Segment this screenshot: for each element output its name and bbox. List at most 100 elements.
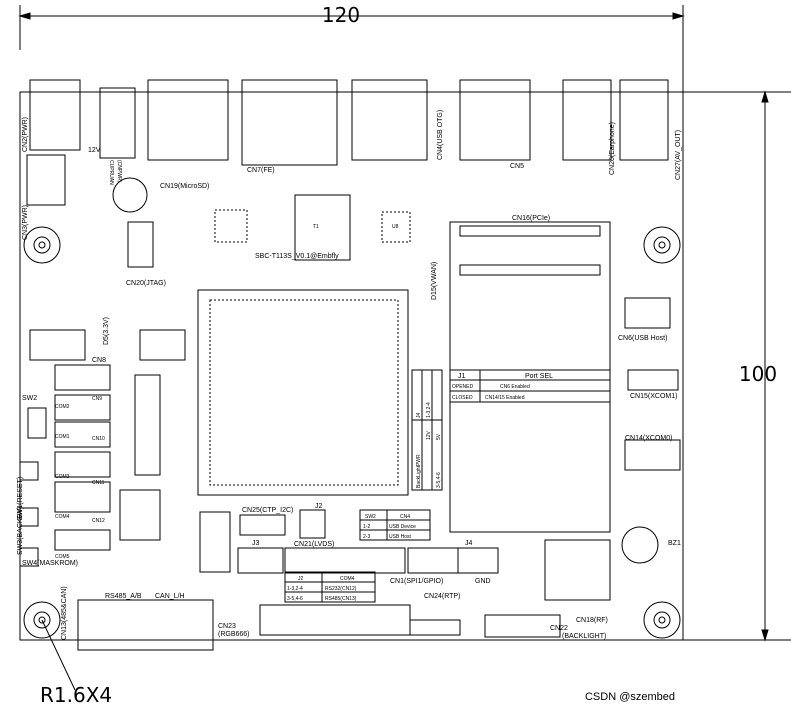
label-cn10: CN10: [92, 436, 105, 442]
header-cn9: [54, 394, 111, 421]
label-cn2: CN2(PWR): [22, 117, 29, 152]
label-cn4: CN4(USB OTG): [437, 110, 444, 160]
label-can: CAN_L/H: [155, 593, 185, 600]
label-cn3: CN3(PWR): [22, 205, 29, 240]
header-cn14: [624, 439, 681, 471]
power-header-cn3: [26, 154, 66, 206]
label-com2: COM2: [55, 404, 70, 410]
label-rs485: RS485_A/B: [105, 593, 142, 600]
jtag-header: [127, 221, 154, 268]
j2-table-row2-pins: 3-5,4-6: [287, 596, 303, 602]
header-cn12: [54, 481, 111, 513]
header-cn10: [54, 421, 111, 448]
label-cn8: CN8: [92, 357, 106, 364]
label-com5: COM5: [55, 554, 70, 560]
header-cn21: [284, 547, 406, 574]
j4-table-box: [411, 369, 443, 491]
label-com3: COM3: [55, 474, 70, 480]
usb-otg-cn4: [351, 79, 428, 161]
electrolytic-cap: [112, 177, 148, 213]
header-j3: [237, 547, 284, 574]
label-com4: COM4: [55, 514, 70, 520]
port-sel-row1-desc: CN6 Enabled: [500, 384, 530, 390]
label-cn20: CN20(JTAG): [126, 280, 166, 287]
label-cn16: CN16(PCIe): [512, 215, 550, 222]
label-backlight: (BACKLIGHT): [562, 633, 606, 640]
label-cn23: CN23: [218, 623, 236, 630]
sw2-table-row1-pos: 1-2: [363, 524, 370, 530]
soc-outline: [197, 289, 409, 496]
switch-sw2: [27, 407, 47, 439]
connector-cn22: [484, 614, 561, 638]
buzzer-bz1: [621, 526, 659, 564]
switch-sw1: [19, 461, 39, 481]
hole-leader-line: [41, 619, 76, 691]
regulator-left: [29, 329, 86, 361]
port-sel-row1-state: OPENED: [452, 384, 474, 390]
ic-u12-stack: [134, 374, 161, 476]
watermark: CSDN @szembed: [585, 691, 675, 703]
header-j4: [457, 547, 499, 574]
header-cn8: [54, 364, 111, 391]
sw2-table-header-cn4: CN4: [400, 514, 410, 520]
j4-table-row1-pins: 1-3,2-4: [426, 402, 432, 418]
j2-table-header-com4: COM4: [340, 576, 355, 582]
j2-table-row1-mode: RS232(CN12): [325, 586, 357, 592]
jumper-j2: [299, 509, 326, 539]
label-cn22: CN22: [550, 625, 568, 632]
port-sel-header-j1: J1: [458, 373, 466, 380]
label-cn25: CN25(CTP_I2C): [242, 507, 293, 514]
label-cn26: CN26(Earphone): [609, 122, 616, 175]
j4-table-header-j4: J4: [416, 413, 422, 419]
label-cn19: CN19(MicroSD): [160, 183, 209, 190]
transformer-t1: [294, 194, 351, 261]
j4-table-header-blpwr: BackLightPWR: [416, 454, 422, 488]
j4-table-row2-pins: 3-5,4-6: [436, 472, 442, 488]
fpc-cn23: [259, 604, 411, 636]
header-cn6: [624, 297, 671, 329]
label-cn27: CN27(AV_OUT): [675, 130, 682, 180]
height-dimension: 100: [739, 362, 777, 386]
width-dimension: 120: [322, 3, 360, 27]
label-cn11: CN11: [92, 480, 105, 486]
ethernet-jack-cn7: [241, 79, 338, 166]
label-j3: J3: [252, 540, 260, 547]
label-sw3: SW3(BACKEY): [17, 507, 24, 555]
sw2-table-row1-mode: USB Device: [389, 524, 416, 530]
header-cn15: [627, 369, 679, 391]
ic-u10: [119, 489, 161, 541]
label-com1: COM1: [55, 434, 70, 440]
switch-sw3: [19, 507, 39, 527]
usb-cn5: [459, 79, 531, 161]
label-cnpwr: (CNPWR): [116, 160, 122, 183]
label-cn9: CN9: [92, 396, 102, 402]
label-gnd: GND: [475, 578, 491, 585]
label-12v: 12V: [88, 147, 101, 154]
j2-table-header-j2: J2: [298, 576, 304, 582]
label-j2: J2: [315, 503, 323, 510]
label-sw4: SW4(MASKROM): [22, 560, 78, 567]
label-cn13: CN13(485&CAN): [61, 586, 68, 640]
j2-table-box: [284, 571, 376, 603]
regulator-right: [139, 329, 186, 361]
label-sw1: SW1(RESET): [17, 477, 24, 520]
port-sel-header-sel: Port SEL: [525, 373, 553, 380]
sw2-table-row2-pos: 2-3: [363, 534, 370, 540]
label-cn14: CN14(XCOM0): [625, 435, 672, 442]
label-u8: U8: [392, 224, 399, 230]
mounting-hole-tr: [643, 226, 681, 264]
mounting-hole-bl: [23, 601, 61, 639]
microsd-slot: [147, 79, 229, 161]
rf-module: [544, 539, 611, 601]
header-cn11: [54, 451, 111, 478]
ic-u16: [199, 511, 231, 573]
j2-table-row1-pins: 1-3,2-4: [287, 586, 303, 592]
connector-cn24: [409, 619, 461, 636]
header-com5: [54, 529, 111, 551]
j4-table-row2-volt: 5V: [436, 433, 442, 440]
label-d15: D15(VWAN): [431, 262, 438, 300]
terminal-cn13: [77, 599, 214, 651]
label-cn21: CN21(LVDS): [294, 541, 334, 548]
sw2-table-box: [359, 509, 431, 541]
